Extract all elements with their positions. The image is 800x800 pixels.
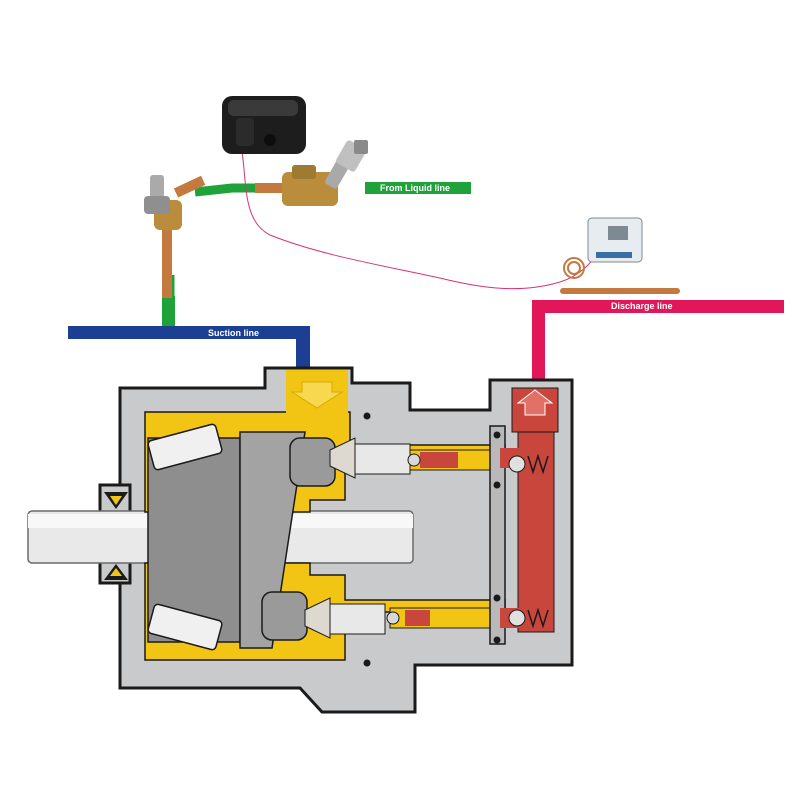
discharge-chamber	[500, 387, 559, 633]
discharge-line-label: Discharge line	[611, 301, 673, 311]
check-valve	[508, 453, 549, 629]
discharge-line: Discharge line	[532, 300, 784, 385]
solenoid-valve-icon	[255, 140, 368, 206]
shaft-seal	[104, 492, 128, 580]
up-arrow-icon	[516, 389, 554, 416]
control-wire	[239, 139, 599, 290]
valve-plate	[489, 425, 506, 645]
pump-cylinder	[386, 449, 491, 629]
pressure-switch-icon	[560, 217, 680, 294]
swash-plate	[147, 431, 336, 649]
expansion-valve-icon	[144, 175, 206, 298]
liquid-line-label: From Liquid line	[380, 183, 450, 193]
solenoid-coil-icon	[222, 96, 306, 154]
suction-line-label: Suction line	[208, 328, 259, 338]
down-arrow-icon	[290, 381, 344, 409]
o-ring	[363, 412, 501, 667]
bearing	[147, 423, 223, 651]
suction-line: Suction line	[68, 296, 310, 372]
piston	[304, 437, 411, 639]
